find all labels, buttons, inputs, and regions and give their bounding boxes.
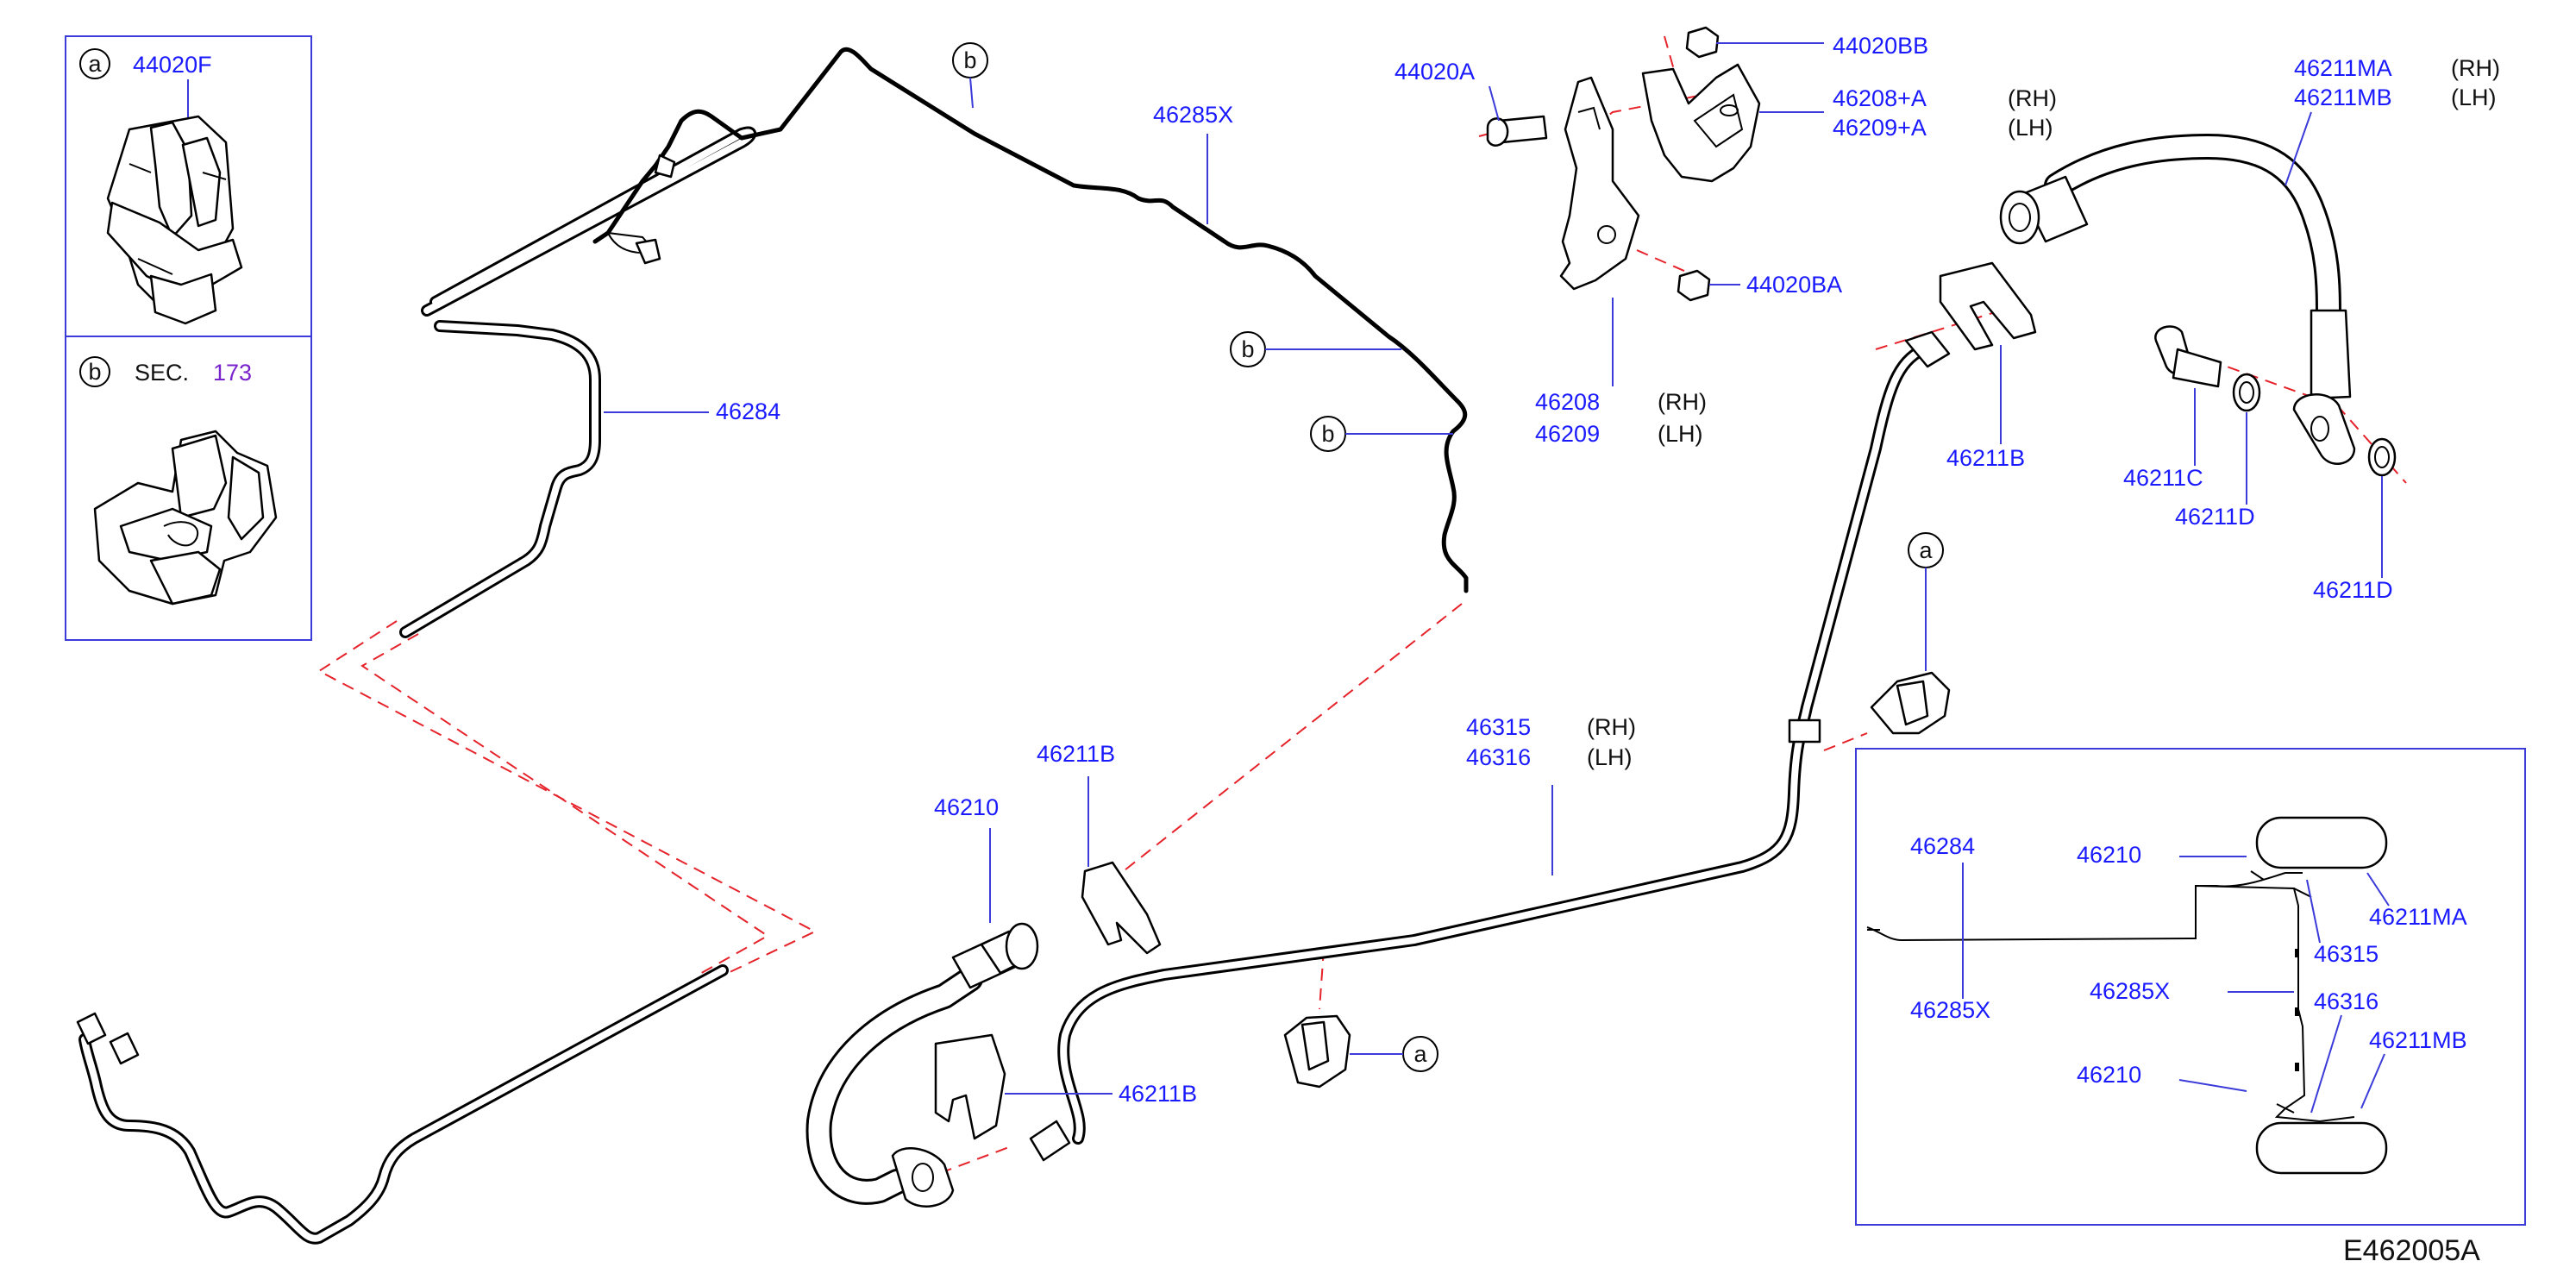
inset-label-46211MA: 46211MA (2369, 904, 2467, 930)
label-sec: SEC. (135, 360, 189, 386)
wheel-front-icon (2255, 816, 2388, 869)
brake-tube-46284 (76, 320, 729, 1245)
brake-tube-46315 (1029, 330, 1951, 1162)
legend-panel: a 44020F b SEC. 173 (65, 35, 312, 641)
wheel-rear-icon (2255, 1121, 2388, 1175)
label-46211B-lower-a: 46211B (1037, 741, 1115, 767)
brake-hose-46210 (805, 922, 1039, 1208)
svg-text:a: a (1413, 1041, 1427, 1067)
clip-b-icon (93, 430, 278, 605)
label-46209A-lh: (LH) (2008, 115, 2053, 141)
svg-text:b: b (963, 47, 976, 73)
label-46211B-upper: 46211B (1946, 445, 2025, 471)
inset-label-46210-rear: 46210 (2077, 1062, 2141, 1088)
inset-label-46316: 46316 (2314, 988, 2379, 1014)
label-46211D-2: 46211D (2313, 577, 2393, 603)
label-46315-rh: (RH) (1587, 714, 1636, 740)
label-46211B-lower-b: 46211B (1119, 1081, 1197, 1107)
inset-label-46284: 46284 (1910, 833, 1975, 859)
label-46285X: 46285X (1153, 102, 1233, 128)
legend-b-circle (79, 356, 110, 387)
label-46211MB: 46211MB (2294, 85, 2392, 110)
inset-label-46285X-right: 46285X (2090, 978, 2170, 1004)
lock-plate-46211B-lower-b (934, 1033, 1006, 1140)
label-46211C: 46211C (2123, 465, 2203, 491)
bracket-46208-a (1641, 63, 1761, 183)
tube-end-fitting-1 (76, 1012, 107, 1045)
inset-label-46210-front: 46210 (2077, 842, 2141, 868)
washer-46211D-2 (2367, 437, 2397, 477)
label-46211D-1: 46211D (2175, 504, 2255, 530)
label-46209A: 46209+A (1833, 115, 1927, 141)
lock-plate-46211B-upper (1939, 261, 2037, 351)
label-46316-lh: (LH) (1587, 744, 1633, 770)
label-46211MB-lh: (LH) (2451, 85, 2497, 110)
label-46211MA: 46211MA (2294, 55, 2392, 81)
inset-label-46285X-left: 46285X (1910, 997, 1990, 1023)
nut-44020BB (1685, 26, 1720, 59)
label-46208: 46208 (1535, 389, 1600, 415)
svg-text:b: b (1321, 421, 1334, 447)
clip-a-icon-right (1870, 671, 1951, 735)
inset-label-46211MB: 46211MB (2369, 1027, 2467, 1053)
label-46208A-rh: (RH) (2008, 85, 2057, 111)
label-44020BB: 44020BB (1833, 33, 1928, 59)
svg-text:a: a (1919, 537, 1933, 563)
label-44020F: 44020F (133, 52, 212, 78)
inset-label-46315: 46315 (2314, 941, 2379, 967)
bolt-46211C (2154, 325, 2222, 388)
tube-connector (654, 154, 676, 179)
label-46315: 46315 (1466, 714, 1531, 740)
lock-plate-46211B-lower-a (1081, 861, 1162, 955)
clip-a-icon (106, 115, 243, 325)
label-46211MA-rh: (RH) (2451, 55, 2500, 81)
brake-tube-46285X (421, 47, 1469, 593)
legend-a-letter: a (88, 51, 102, 77)
nut-44020BA (1677, 269, 1711, 302)
inset-frame (1855, 748, 2526, 1226)
label-46208-rh: (RH) (1658, 389, 1707, 415)
label-46284: 46284 (716, 398, 780, 424)
legend-b-letter: b (88, 359, 101, 385)
label-46209: 46209 (1535, 421, 1600, 447)
callout-b-group: b b b (952, 42, 1453, 452)
bolt-44020A (1486, 115, 1548, 147)
bracket-46208 (1559, 76, 1640, 291)
label-44020A: 44020A (1395, 59, 1475, 85)
label-46208A: 46208+A (1833, 85, 1927, 111)
label-sec-173: 173 (213, 360, 252, 386)
legend-a-circle (79, 48, 110, 79)
label-44020BA: 44020BA (1746, 272, 1842, 298)
legend-frame (65, 35, 312, 641)
figure-code: E462005A (2343, 1234, 2480, 1267)
washer-46211D-1 (2232, 373, 2261, 412)
brake-hose-46211MA (1999, 134, 2356, 465)
tube-end-fitting-2 (109, 1032, 140, 1065)
overview-inset: 46284 46285X 46210 46211MA 46315 46285X … (1855, 748, 2526, 1226)
svg-text:b: b (1241, 336, 1254, 362)
clip-a-icon-bottom (1283, 1014, 1351, 1089)
label-46210: 46210 (934, 794, 999, 820)
label-46316: 46316 (1466, 744, 1531, 770)
label-46209-lh: (LH) (1658, 421, 1703, 447)
